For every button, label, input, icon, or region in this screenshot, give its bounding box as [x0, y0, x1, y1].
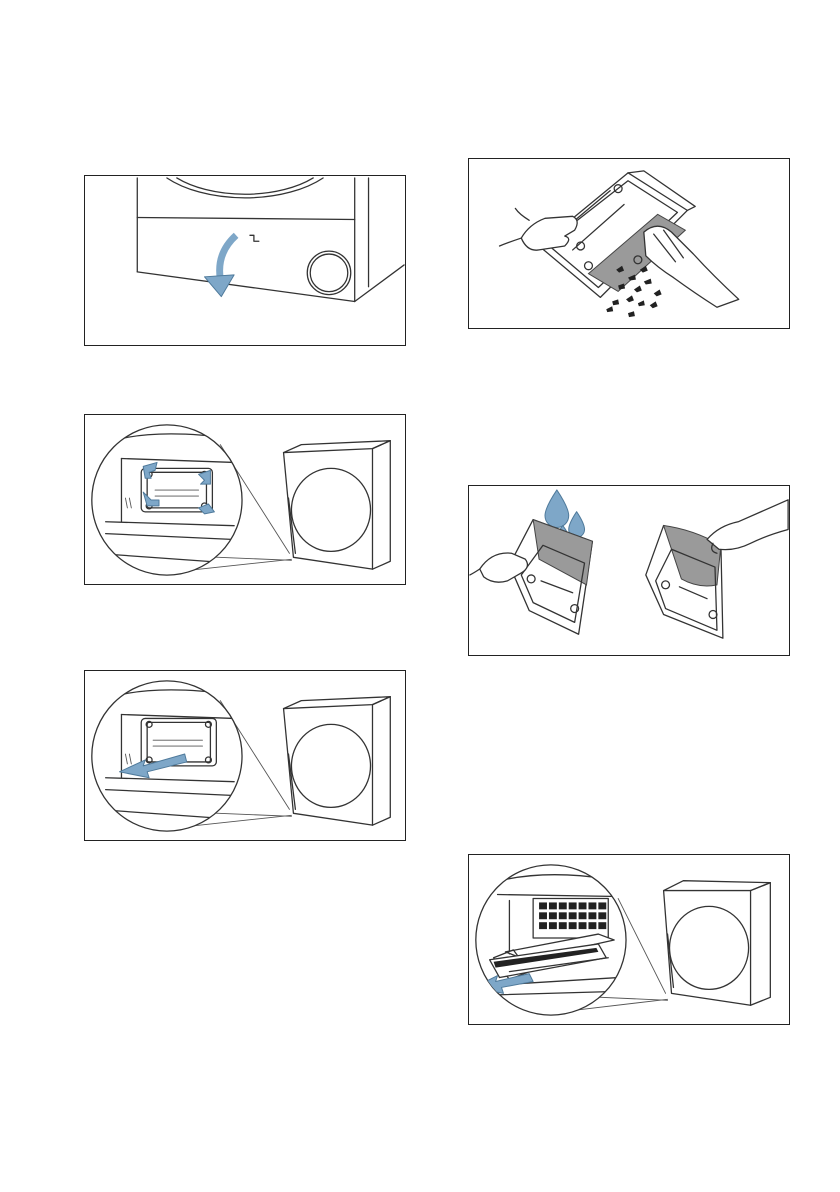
- open-flap-icon: [85, 176, 405, 345]
- remove-lint-icon: [469, 159, 789, 328]
- rinse-filter-icon: [469, 486, 789, 655]
- pull-out-cover-icon: [85, 671, 405, 840]
- pull-out-filter-drawer-icon: [469, 855, 789, 1024]
- figure-open-flap: [84, 175, 406, 346]
- figure-unlock-latches: [84, 414, 406, 585]
- figure-pull-out-cover: [84, 670, 406, 841]
- figure-remove-lint: [468, 158, 790, 329]
- unlock-latches-icon: [85, 415, 405, 584]
- figure-pull-out-filter-drawer: [468, 854, 790, 1025]
- figure-rinse-filter: [468, 485, 790, 656]
